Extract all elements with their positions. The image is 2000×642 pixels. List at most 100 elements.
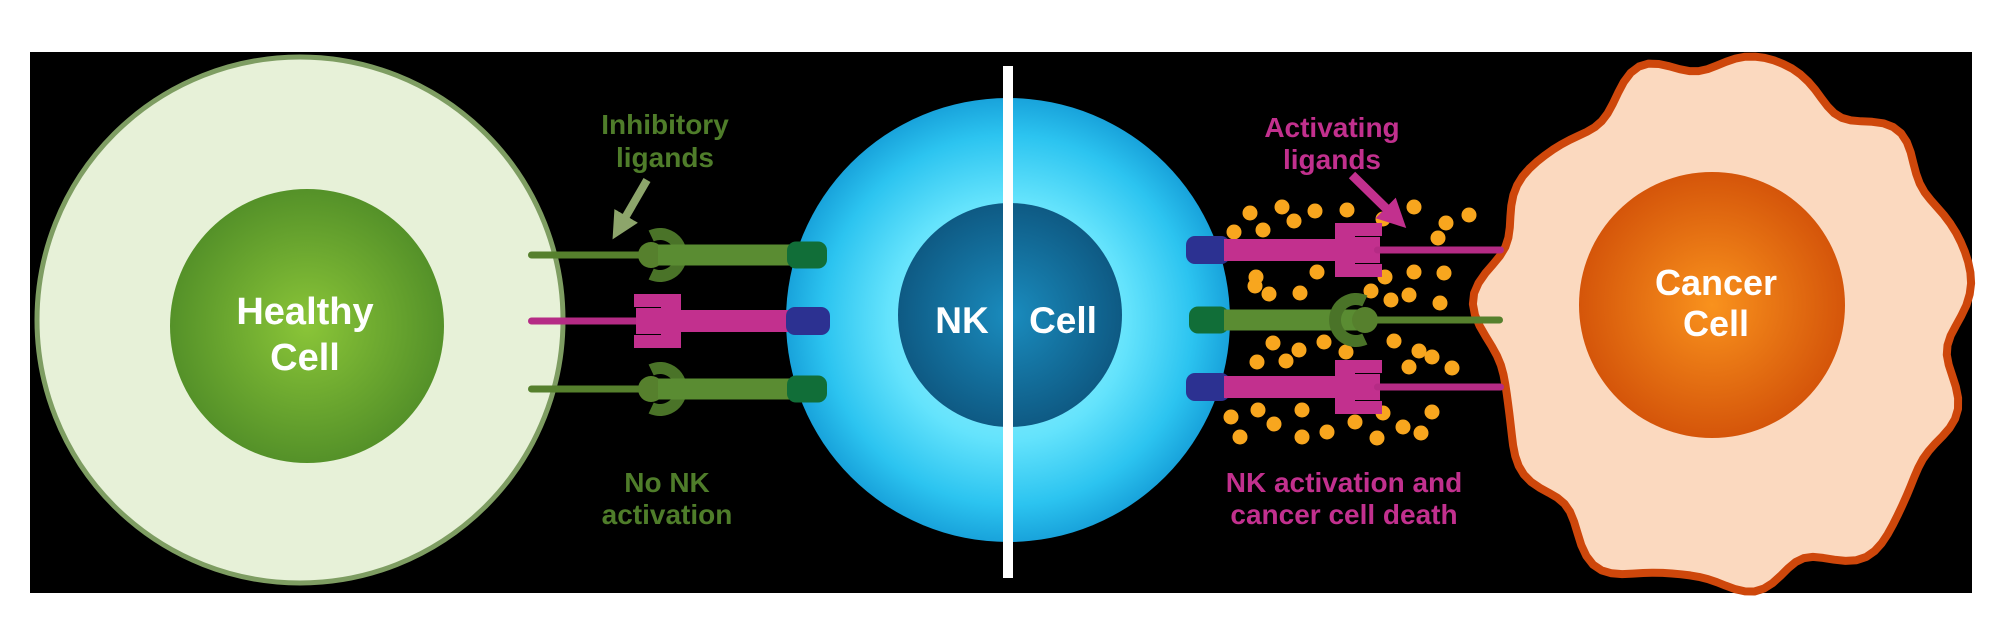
no-nk-activation-annotation: No NK activation — [602, 467, 733, 530]
nk-activation-annotation: NK activation and cancer cell death — [1226, 467, 1462, 530]
cancer-cell-nucleus — [1579, 172, 1845, 438]
healthy-cell: Healthy Cell — [34, 54, 566, 586]
granule-dot — [1369, 430, 1385, 446]
nk-activation-label-line2: cancer cell death — [1230, 499, 1457, 530]
granule-dot — [1292, 285, 1308, 301]
granule-dot — [1294, 402, 1310, 418]
pink-ligand-stalk — [528, 317, 642, 325]
granule-dot — [1406, 264, 1422, 280]
activating-ligand-stalk — [1374, 246, 1504, 254]
no-nk-activation-label-line2: activation — [602, 499, 733, 530]
granule-dot — [1432, 295, 1448, 311]
granule-dot — [1401, 359, 1417, 375]
inhibitory-receptor-stem — [658, 378, 792, 400]
cancer-cell — [1468, 52, 1976, 596]
inhibitory-ligand-stalk — [528, 385, 650, 393]
green-receptor-stem — [1224, 309, 1358, 331]
granule-dot — [1406, 199, 1422, 215]
activating-ligands-label-line2: ligands — [1283, 144, 1381, 175]
granule-dot — [1438, 215, 1454, 231]
cancer-cell-label-line2: Cell — [1683, 303, 1749, 344]
inhibitory-ligand-head — [638, 242, 664, 268]
granule-dot — [1249, 354, 1265, 370]
healthy-cell-label-line1: Healthy — [236, 291, 373, 333]
inhibitory-receptor-socket — [648, 362, 687, 416]
granule-dot — [1319, 424, 1335, 440]
pink-ligand-head — [636, 308, 661, 334]
healthy-cell-nucleus — [170, 189, 444, 463]
granule-dot — [1411, 343, 1427, 359]
inhibitory-receptor-anchor — [787, 241, 827, 269]
granule-dot — [1461, 207, 1477, 223]
granule-dot — [1307, 203, 1323, 219]
nk-cell-label-right: Cell — [1029, 300, 1097, 341]
granule-dot — [1436, 265, 1452, 281]
pink-receptor-stem — [681, 310, 792, 332]
granule-dot — [1286, 213, 1302, 229]
activating-receptor-socket — [1335, 360, 1382, 414]
healthy-cell-label-line2: Cell — [270, 337, 340, 379]
inhibitory-ligands-arrow — [612, 177, 651, 240]
granule-dot — [1339, 202, 1355, 218]
granule-dot — [1430, 230, 1446, 246]
inhibitory-ligands-annotation: Inhibitory ligands — [601, 109, 729, 240]
activating-receptor-row-bottom — [1186, 360, 1504, 414]
nk-cell-label-left: NK — [935, 300, 989, 341]
granule-dot — [1265, 335, 1281, 351]
granule-dot — [1232, 429, 1248, 445]
green-receptor-socket — [1329, 292, 1368, 348]
granule-dot — [1291, 342, 1307, 358]
inhibitory-ligand-head — [638, 376, 664, 402]
pink-receptor-anchor — [786, 307, 830, 335]
granule-dot — [1395, 419, 1411, 435]
granule-dot — [1347, 414, 1363, 430]
activating-green-receptor-row — [1189, 292, 1503, 348]
granule-dot — [1338, 344, 1354, 360]
granule-dot — [1278, 353, 1294, 369]
no-nk-activation-label-line1: No NK — [624, 467, 710, 498]
activating-synapse — [1186, 223, 1504, 414]
inhibitory-ligands-label-line1: Inhibitory — [601, 109, 729, 140]
activating-ligands-label-line1: Activating — [1264, 112, 1399, 143]
granule-dot — [1261, 286, 1277, 302]
green-ligand-head — [1352, 307, 1378, 333]
granule-dot — [1226, 224, 1242, 240]
green-receptor-anchor — [1189, 306, 1229, 334]
granule-dot — [1401, 287, 1417, 303]
granule-dot — [1274, 199, 1290, 215]
inhibitory-ligands-label-line2: ligands — [616, 142, 714, 173]
granule-dot — [1223, 409, 1239, 425]
activating-receptor-row-top — [1186, 223, 1504, 277]
inhibitory-ligand-stalk — [528, 251, 650, 259]
granule-dot — [1413, 425, 1429, 441]
granule-dot — [1266, 416, 1282, 432]
cancer-cell-label-line1: Cancer — [1655, 262, 1777, 303]
inhibitory-receptor-anchor — [787, 375, 827, 403]
inhibitory-receptor-row-top — [528, 228, 827, 282]
granule-dot — [1363, 283, 1379, 299]
inhibitory-receptor-socket — [648, 228, 687, 282]
granule-dot — [1386, 333, 1402, 349]
granule-dot — [1316, 334, 1332, 350]
green-ligand-stalk — [1372, 316, 1503, 324]
granule-dot — [1242, 205, 1258, 221]
granule-dot — [1247, 278, 1263, 294]
activating-ligands-annotation: Activating ligands — [1264, 112, 1407, 229]
activating-receptor-anchor — [1186, 236, 1230, 264]
inhibitory-receptor-stem — [658, 244, 792, 266]
inhibitory-pink-receptor-row — [528, 294, 830, 348]
granule-dot — [1424, 349, 1440, 365]
activating-receptor-stem — [1224, 239, 1335, 261]
inhibitory-synapse — [528, 228, 830, 416]
granule-dot — [1424, 404, 1440, 420]
granule-dot — [1250, 402, 1266, 418]
inhibitory-receptor-row-bottom — [528, 362, 827, 416]
granule-dot — [1309, 264, 1325, 280]
activating-receptor-socket — [1335, 223, 1382, 277]
granule-dot — [1255, 222, 1271, 238]
activating-ligands-arrow — [1348, 171, 1407, 229]
activating-receptor-anchor — [1186, 373, 1230, 401]
granule-dot — [1444, 360, 1460, 376]
